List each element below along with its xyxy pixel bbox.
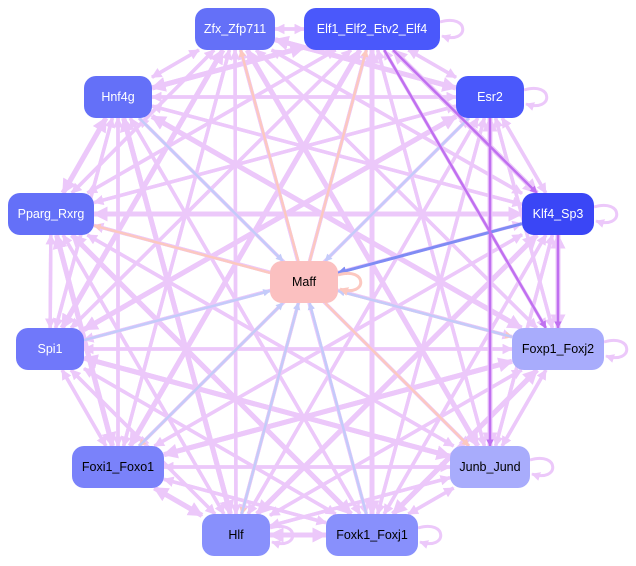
node-Foxk1_Foxj1[interactable]: Foxk1_Foxj1	[326, 514, 418, 556]
edge-Hlf-Pparg_Rxrg	[61, 234, 226, 515]
edge-Maff-Elf1	[308, 49, 369, 262]
edge-Pparg_Rxrg-Hnf4g	[60, 116, 109, 195]
edge-Spi1-Esr2	[82, 114, 458, 332]
self-loop-Junb_Jund	[529, 456, 555, 481]
edge-Foxi1_Foxo1-Maff	[138, 302, 284, 447]
edge-Hnf4g-Maff	[138, 117, 284, 262]
edge-Hlf-Maff	[240, 302, 301, 515]
edge-Elf1-Foxp1_Foxj2	[383, 49, 547, 329]
edge-Foxk1_Foxj1-Junb_Jund	[407, 486, 455, 516]
edge-Maff-Zfx_Zfp711	[238, 49, 300, 262]
node-Junb_Jund[interactable]: Junb_Jund	[450, 446, 530, 488]
edge-Foxp1_Foxj2-Maff	[337, 289, 513, 339]
node-Esr2[interactable]: Esr2	[456, 76, 524, 118]
edge-Klf4_Sp3-Esr2	[500, 117, 548, 194]
edge-Hnf4g-Zfx_Zfp711	[151, 48, 200, 79]
edge-Klf4_Sp3-Maff	[337, 222, 523, 276]
edge-Junb_Jund-Zfx_Zfp711	[245, 48, 480, 448]
node-Elf1[interactable]: Elf1_Elf2_Etv2_Elf4	[304, 8, 440, 50]
edge-Foxi1_Foxo1-Spi1	[60, 369, 108, 447]
node-Pparg_Rxrg[interactable]: Pparg_Rxrg	[8, 193, 94, 235]
node-Spi1[interactable]: Spi1	[16, 328, 84, 370]
edge-Junb_Jund-Foxp1_Foxj2	[500, 369, 548, 447]
edge-Foxp1_Foxj2-Hnf4g	[150, 114, 523, 331]
node-Foxp1_Foxj2[interactable]: Foxp1_Foxj2	[512, 328, 604, 370]
edge-Foxk1_Foxj1-Spi1	[83, 367, 337, 516]
self-loop-Elf1	[439, 18, 465, 43]
node-Zfx_Zfp711[interactable]: Zfx_Zfp711	[195, 8, 275, 50]
edge-Maff-Pparg_Rxrg	[93, 223, 271, 275]
edge-Hlf-Zfx_Zfp711	[229, 48, 241, 515]
edge-Foxk1_Foxj1-Maff	[307, 302, 368, 515]
node-Hnf4g[interactable]: Hnf4g	[84, 76, 152, 118]
self-loop-Esr2	[523, 86, 549, 111]
edge-Esr2-Maff	[324, 117, 470, 262]
edge-Spi1-Pparg_Rxrg	[45, 233, 57, 329]
node-Klf4_Sp3[interactable]: Klf4_Sp3	[522, 193, 594, 235]
self-loop-Klf4_Sp3	[593, 203, 619, 228]
node-Maff[interactable]: Maff	[270, 261, 338, 303]
edge-Elf1-Klf4_Sp3	[392, 49, 538, 194]
self-loop-Hlf	[269, 524, 295, 549]
edge-Esr2-Elf1	[407, 48, 457, 79]
self-loop-Foxk1_Foxj1	[417, 524, 443, 549]
edge-Maff-Junb_Jund	[324, 302, 470, 447]
edge-Foxk1_Foxj1-Hnf4g	[128, 117, 362, 515]
edge-Junb_Jund-Pparg_Rxrg	[86, 233, 455, 448]
edge-Spi1-Maff	[83, 289, 271, 342]
edge-Hlf-Foxi1_Foxo1	[153, 485, 204, 518]
edge-Foxi1_Foxo1-Klf4_Sp3	[153, 233, 523, 448]
node-Foxi1_Foxo1[interactable]: Foxi1_Foxo1	[72, 446, 164, 488]
self-loop-Maff	[337, 271, 363, 296]
node-Hlf[interactable]: Hlf	[202, 514, 270, 556]
self-loop-Foxp1_Foxj2	[603, 338, 629, 363]
